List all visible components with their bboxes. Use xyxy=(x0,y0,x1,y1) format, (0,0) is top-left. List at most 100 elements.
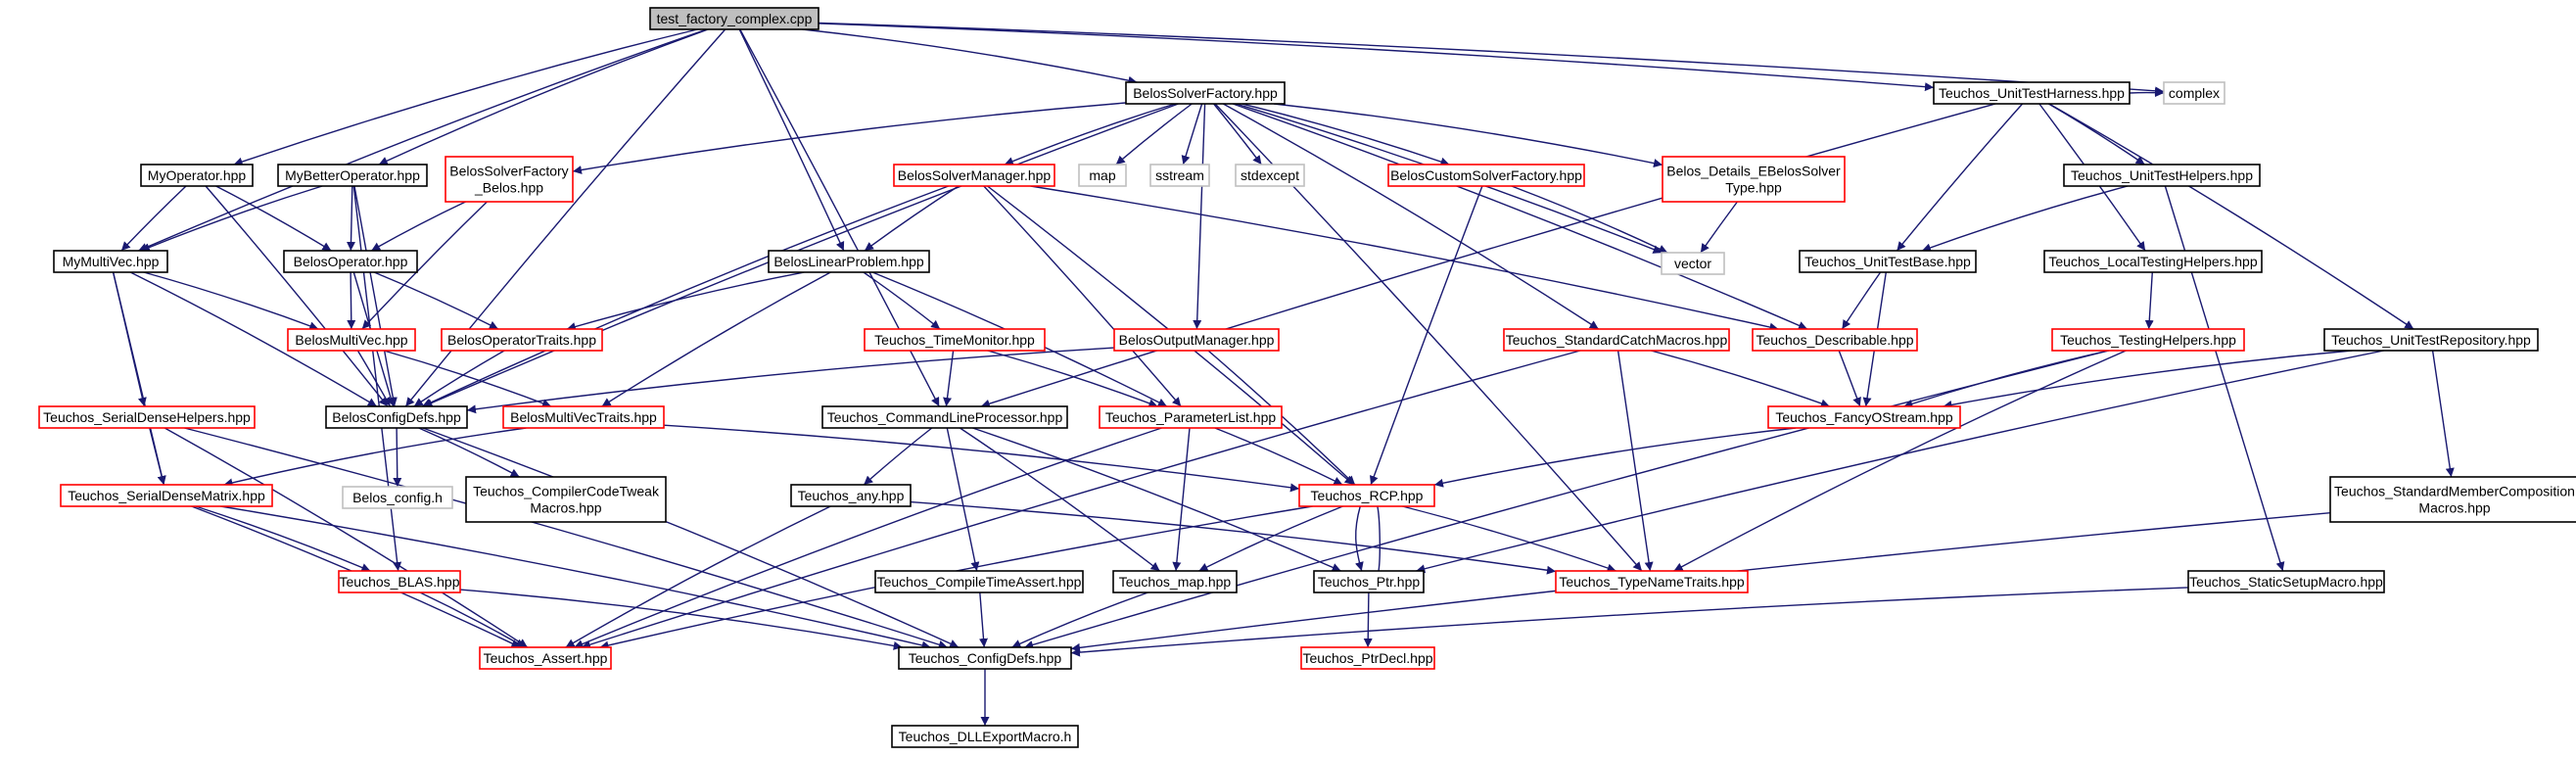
node-stdmembercomp[interactable]: Teuchos_StandardMemberCompositionMacros.… xyxy=(2329,476,2576,523)
node-box xyxy=(2063,164,2261,187)
edge-ptr-to-ptrdecl xyxy=(1363,591,1373,648)
node-label: BelosConfigDefs.hpp xyxy=(332,409,461,425)
node-label: Belos_config.h xyxy=(352,490,443,505)
node-mybetterop[interactable]: MyBetterOperator.hpp xyxy=(277,164,428,187)
node-configdefs[interactable]: BelosConfigDefs.hpp xyxy=(325,405,468,429)
node-testinghelpers[interactable]: Teuchos_TestingHelpers.hpp xyxy=(2051,328,2245,352)
node-typenametraits[interactable]: Teuchos_TypeNameTraits.hpp xyxy=(1555,570,1749,593)
node-box xyxy=(891,725,1079,748)
node-cmdline[interactable]: Teuchos_CommandLineProcessor.hpp xyxy=(821,405,1068,429)
edge-customsolverfactory-to-rcp xyxy=(1369,185,1483,486)
node-localtesting[interactable]: Teuchos_LocalTestingHelpers.hpp xyxy=(2043,250,2263,273)
edge-any-to-typenametraits xyxy=(910,500,1557,575)
edge-stdcatch-to-fancyostream xyxy=(1651,350,1831,408)
node-solvermanager[interactable]: BelosSolverManager.hpp xyxy=(893,164,1055,187)
edge-myop-to-belosoperator xyxy=(215,185,332,252)
edge-configdefs-to-belosconfigh xyxy=(393,427,402,488)
node-label: Teuchos_UnitTestHelpers.hpp xyxy=(2071,167,2253,183)
node-stdcatch[interactable]: Teuchos_StandardCatchMacros.hpp xyxy=(1503,328,1730,352)
edge-mybetterop-to-configdefs xyxy=(353,185,398,407)
node-outputmanager[interactable]: BelosOutputManager.hpp xyxy=(1113,328,1280,352)
edge-configdefs-to-compilercodetweak xyxy=(418,427,520,478)
edge-describable-to-fancyostream xyxy=(1838,350,1861,407)
edge-cmdline-to-compiletimeassert xyxy=(946,427,980,572)
node-box xyxy=(1099,405,1283,429)
node-box xyxy=(864,328,1046,352)
edge-testinghelpers-to-tconfigdefs xyxy=(1024,350,2109,649)
edge-belosmultivec-to-configdefs xyxy=(356,350,392,407)
node-describable[interactable]: Teuchos_Describable.hpp xyxy=(1752,328,1918,352)
node-rcp[interactable]: Teuchos_RCP.hpp xyxy=(1298,484,1435,507)
node-dllexport[interactable]: Teuchos_DLLExportMacro.h xyxy=(891,725,1079,748)
node-box xyxy=(1752,328,1918,352)
node-label: Teuchos_ConfigDefs.hpp xyxy=(909,650,1062,666)
edge-unittestrepo-to-stdmembercomp xyxy=(2431,350,2455,478)
node-box xyxy=(140,164,254,187)
node-label: BelosOutputManager.hpp xyxy=(1119,332,1275,348)
node-solverfactory[interactable]: BelosSolverFactory.hpp xyxy=(1125,81,1286,105)
edge-timemonitor-to-paramlist xyxy=(987,350,1158,408)
edge-customsolverfactory-to-vector xyxy=(1511,185,1668,254)
node-tmap[interactable]: Teuchos_map.hpp xyxy=(1112,570,1238,593)
node-timemonitor[interactable]: Teuchos_TimeMonitor.hpp xyxy=(864,328,1046,352)
node-box xyxy=(1387,164,1585,187)
node-staticsetup[interactable]: Teuchos_StaticSetupMacro.hpp xyxy=(2187,570,2385,593)
edge-serialdensematrix-to-tconfigdefs xyxy=(220,505,931,650)
edge-mybetterop-to-mymultivec xyxy=(140,185,323,252)
node-unittestharness[interactable]: Teuchos_UnitTestHarness.hpp xyxy=(1933,81,2131,105)
node-map: map xyxy=(1078,164,1127,187)
node-root[interactable]: test_factory_complex.cpp xyxy=(649,7,820,30)
node-mymultivec[interactable]: MyMultiVec.hpp xyxy=(53,250,168,273)
edge-rcp-to-ptr xyxy=(1354,505,1364,572)
node-box xyxy=(1662,156,1846,203)
node-box xyxy=(1078,164,1127,187)
edge-solverfactory-to-describable xyxy=(1232,103,1808,330)
node-label: map xyxy=(1089,167,1115,183)
node-label: Teuchos_BLAS.hpp xyxy=(340,574,460,590)
node-label: Teuchos_CommandLineProcessor.hpp xyxy=(827,409,1063,425)
node-label: Teuchos_CompileTimeAssert.hpp xyxy=(877,574,1082,590)
node-unittestbase[interactable]: Teuchos_UnitTestBase.hpp xyxy=(1799,250,1977,273)
node-serialdensematrix[interactable]: Teuchos_SerialDenseMatrix.hpp xyxy=(60,484,273,507)
node-vector: vector xyxy=(1661,252,1725,275)
edge-root-to-cmdline xyxy=(739,28,940,407)
node-any[interactable]: Teuchos_any.hpp xyxy=(790,484,912,507)
node-label: sstream xyxy=(1155,167,1204,183)
node-box xyxy=(342,486,453,509)
node-complex: complex xyxy=(2163,81,2225,105)
node-blas[interactable]: Teuchos_BLAS.hpp xyxy=(338,570,461,593)
node-multivectraits[interactable]: BelosMultiVecTraits.hpp xyxy=(502,405,665,429)
node-ptrdecl[interactable]: Teuchos_PtrDecl.hpp xyxy=(1300,646,1435,670)
edge-detailsebelos-to-vector xyxy=(1700,201,1738,254)
node-myop[interactable]: MyOperator.hpp xyxy=(140,164,254,187)
edge-paramlist-to-rcp xyxy=(1214,427,1343,486)
node-unittestrepo[interactable]: Teuchos_UnitTestRepository.hpp xyxy=(2323,328,2539,352)
node-fancyostream[interactable]: Teuchos_FancyOStream.hpp xyxy=(1767,405,1961,429)
node-ptr[interactable]: Teuchos_Ptr.hpp xyxy=(1313,570,1425,593)
node-label: Teuchos_SerialDenseHelpers.hpp xyxy=(43,409,251,425)
node-belosmultivec[interactable]: BelosMultiVec.hpp xyxy=(287,328,416,352)
edge-cmdline-to-any xyxy=(863,427,933,486)
node-box xyxy=(898,646,1072,670)
node-solverfactorybelos[interactable]: BelosSolverFactory_Belos.hpp xyxy=(445,156,574,203)
node-label: BelosSolverFactory xyxy=(449,164,568,179)
node-paramlist[interactable]: Teuchos_ParameterList.hpp xyxy=(1099,405,1283,429)
node-label: test_factory_complex.cpp xyxy=(657,11,813,26)
node-belosoperator[interactable]: BelosOperator.hpp xyxy=(283,250,418,273)
node-linearproblem[interactable]: BelosLinearProblem.hpp xyxy=(768,250,930,273)
node-assert[interactable]: Teuchos_Assert.hpp xyxy=(479,646,612,670)
edge-configdefs-to-tconfigdefs xyxy=(422,427,960,648)
node-tconfigdefs[interactable]: Teuchos_ConfigDefs.hpp xyxy=(898,646,1072,670)
node-operatortraits[interactable]: BelosOperatorTraits.hpp xyxy=(441,328,603,352)
node-compiletimeassert[interactable]: Teuchos_CompileTimeAssert.hpp xyxy=(874,570,1084,593)
node-serialdensehelpers[interactable]: Teuchos_SerialDenseHelpers.hpp xyxy=(38,405,256,429)
node-label: Type.hpp xyxy=(1725,180,1782,196)
node-box xyxy=(821,405,1068,429)
node-label: Teuchos_TimeMonitor.hpp xyxy=(874,332,1035,348)
node-customsolverfactory[interactable]: BelosCustomSolverFactory.hpp xyxy=(1387,164,1585,187)
node-unittesthelpers[interactable]: Teuchos_UnitTestHelpers.hpp xyxy=(2063,164,2261,187)
edge-paramlist-to-assert xyxy=(574,427,1162,648)
edge-solverfactory-to-map xyxy=(1115,103,1193,166)
